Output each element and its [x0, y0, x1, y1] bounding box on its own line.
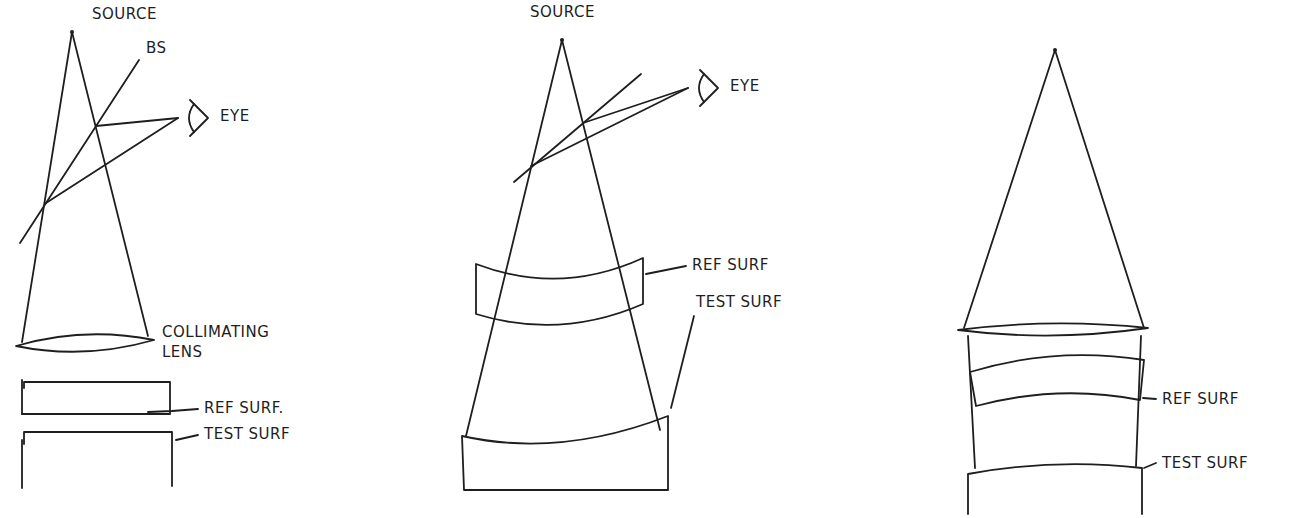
reference-flat [21, 380, 23, 414]
source-label: SOURCE [92, 4, 157, 24]
beam-splitter [20, 60, 139, 243]
light-ray [22, 32, 72, 342]
light-ray [466, 40, 562, 436]
leader-line [671, 316, 694, 408]
light-ray [1136, 336, 1141, 466]
source-point [70, 30, 74, 34]
panel-spherical [462, 38, 718, 490]
light-ray [72, 32, 148, 336]
source-label: SOURCE [530, 2, 595, 22]
light-ray [968, 336, 975, 468]
leader-line [1143, 398, 1156, 399]
light-ray [964, 50, 1055, 328]
source-point [560, 38, 564, 42]
source-point [1053, 48, 1057, 52]
light-ray [1055, 50, 1144, 328]
eye-symbol [699, 74, 704, 102]
leader-line [1144, 463, 1156, 468]
eye-label: EYE [220, 106, 250, 126]
eye-symbol [700, 70, 718, 106]
test-label: TEST SURF [204, 424, 290, 444]
test-flat [21, 440, 23, 488]
reference-label: REF SURF. [204, 398, 284, 418]
reflected-ray [531, 88, 688, 166]
leader-line [148, 409, 198, 412]
reference-flat [22, 382, 170, 414]
reflected-ray [46, 118, 178, 203]
collimating-lens [16, 334, 154, 352]
eye-label: EYE [730, 76, 760, 96]
beam-splitter-label: BS [146, 38, 167, 58]
reference-surface [476, 258, 643, 325]
panel-convex [958, 48, 1156, 514]
leader-line [176, 435, 198, 440]
reflected-ray [96, 118, 178, 126]
test-surface [462, 416, 668, 490]
reference-label: REF SURF [692, 255, 769, 275]
test-surface [968, 464, 1142, 514]
test-flat [24, 432, 172, 486]
leader-line [646, 266, 686, 274]
test-label: TEST SURF [696, 292, 782, 312]
eye-symbol [189, 104, 194, 132]
panel-collimated [16, 30, 208, 488]
reflected-ray [583, 88, 688, 123]
collimating-lens [958, 323, 1148, 335]
reference-surface [970, 355, 1144, 406]
reference-label: REF SURF [1162, 389, 1239, 409]
eye-symbol [190, 100, 208, 136]
lens-label: COLLIMATING LENS [162, 322, 282, 362]
test-label: TEST SURF [1162, 453, 1248, 473]
